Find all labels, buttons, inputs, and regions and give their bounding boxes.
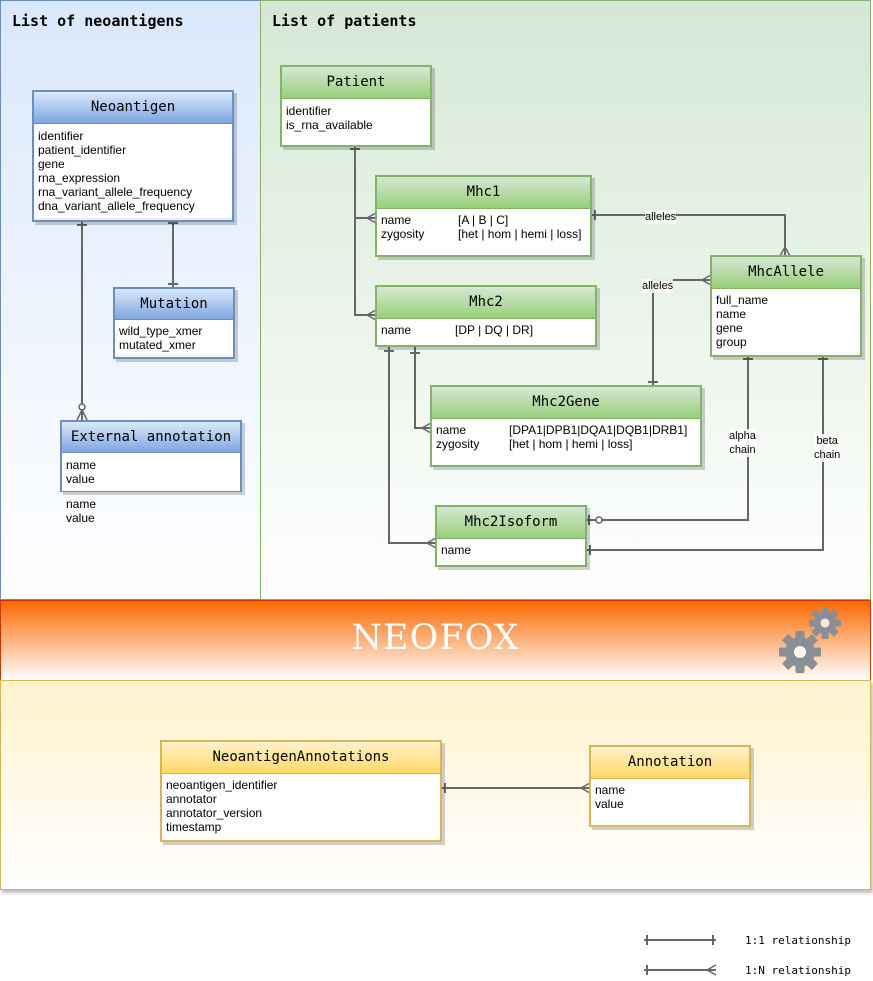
legend-one-to-one-label: 1:1 relationship — [745, 934, 851, 947]
alpha-chain-label: alpha chain — [729, 429, 756, 457]
entity-title: MhcAllele — [712, 257, 860, 289]
field: full_name — [716, 293, 769, 307]
field: neoantigen_identifier — [166, 778, 278, 792]
entity-title: Mhc1 — [377, 177, 590, 209]
entity-title: Annotation — [591, 747, 749, 779]
field: name — [441, 543, 472, 557]
field: annotator_version — [166, 806, 263, 820]
entity-neoantigen[interactable]: Neoantigen identifier patient_identifier… — [32, 90, 234, 222]
entity-mhc1[interactable]: Mhc1 name [A | B | C] zygosity [het | ho… — [375, 175, 592, 257]
field: patient_identifier — [38, 143, 127, 157]
entity-external-annotation[interactable]: External annotation name value — [60, 420, 242, 492]
entity-annotation[interactable]: Annotation name value — [589, 745, 751, 827]
field-value: [A | B | C] — [458, 213, 509, 227]
field-name: zygosity — [436, 437, 480, 451]
field: name — [66, 497, 97, 511]
legend-one-to-many-label: 1:N relationship — [745, 964, 851, 977]
entity-title: NeoantigenAnnotations — [162, 742, 440, 774]
field-value: [DP | DQ | DR] — [455, 323, 534, 337]
field-name: name — [381, 213, 412, 227]
entity-title: Mutation — [115, 289, 233, 320]
field-name: zygosity — [381, 227, 425, 241]
entity-mhc2[interactable]: Mhc2 name [DP | DQ | DR] — [375, 285, 597, 347]
field: group — [716, 335, 747, 349]
entity-title: Patient — [282, 67, 430, 99]
field: wild_type_xmer — [119, 324, 203, 338]
entity-mhc2-isoform[interactable]: Mhc2Isoform name — [435, 505, 587, 567]
entity-title: Neoantigen — [34, 92, 232, 124]
field-value: [het | hom | hemi | loss] — [458, 227, 582, 241]
entity-title: Mhc2 — [377, 287, 595, 319]
field: value — [66, 472, 95, 486]
field: rna_variant_allele_frequency — [38, 185, 193, 199]
entity-patient[interactable]: Patient identifier is_rna_available — [280, 65, 432, 147]
entity-mhc-allele[interactable]: MhcAllele full_name name gene group — [710, 255, 862, 357]
field: value — [595, 797, 624, 811]
entity-neoantigen-annotations[interactable]: NeoantigenAnnotations neoantigen_identif… — [160, 740, 442, 842]
gears-icon — [779, 607, 841, 673]
field-value: [het | hom | hemi | loss] — [509, 437, 633, 451]
field: is_rna_available — [286, 118, 373, 132]
entity-title: Mhc2Gene — [432, 387, 700, 419]
neoantigens-panel-title: List of neoantigens — [12, 12, 184, 30]
field: name — [595, 783, 626, 797]
field-value: [DPA1|DPB1|DQA1|DQB1|DRB1] — [509, 423, 688, 437]
field: gene — [716, 321, 743, 335]
entity-mhc2-gene[interactable]: Mhc2Gene name [DPA1|DPB1|DQA1|DQB1|DRB1]… — [430, 385, 702, 467]
field-name: name — [381, 323, 412, 337]
field: annotator — [166, 792, 217, 806]
entity-title: Mhc2Isoform — [437, 507, 585, 539]
mhc2gene-alleles-label: alleles — [642, 279, 674, 293]
entity-title: External annotation — [62, 422, 240, 453]
field: name — [66, 458, 97, 472]
beta-chain-label: beta chain — [814, 434, 841, 462]
field: timestamp — [166, 820, 222, 834]
field: identifier — [38, 129, 84, 143]
external-annotation-extra-fields: name value — [66, 497, 96, 525]
field: value — [66, 511, 95, 525]
banner-title: NEOFOX — [351, 618, 520, 658]
mhc1-alleles-label: alleles — [645, 210, 677, 224]
patients-panel-title: List of patients — [272, 12, 417, 30]
field: gene — [38, 157, 65, 171]
field: mutated_xmer — [119, 338, 196, 352]
field: dna_variant_allele_frequency — [38, 199, 195, 213]
entity-mutation[interactable]: Mutation wild_type_xmer mutated_xmer — [113, 287, 235, 359]
field-name: name — [436, 423, 467, 437]
field: identifier — [286, 104, 332, 118]
field: rna_expression — [38, 171, 121, 185]
field: name — [716, 307, 747, 321]
